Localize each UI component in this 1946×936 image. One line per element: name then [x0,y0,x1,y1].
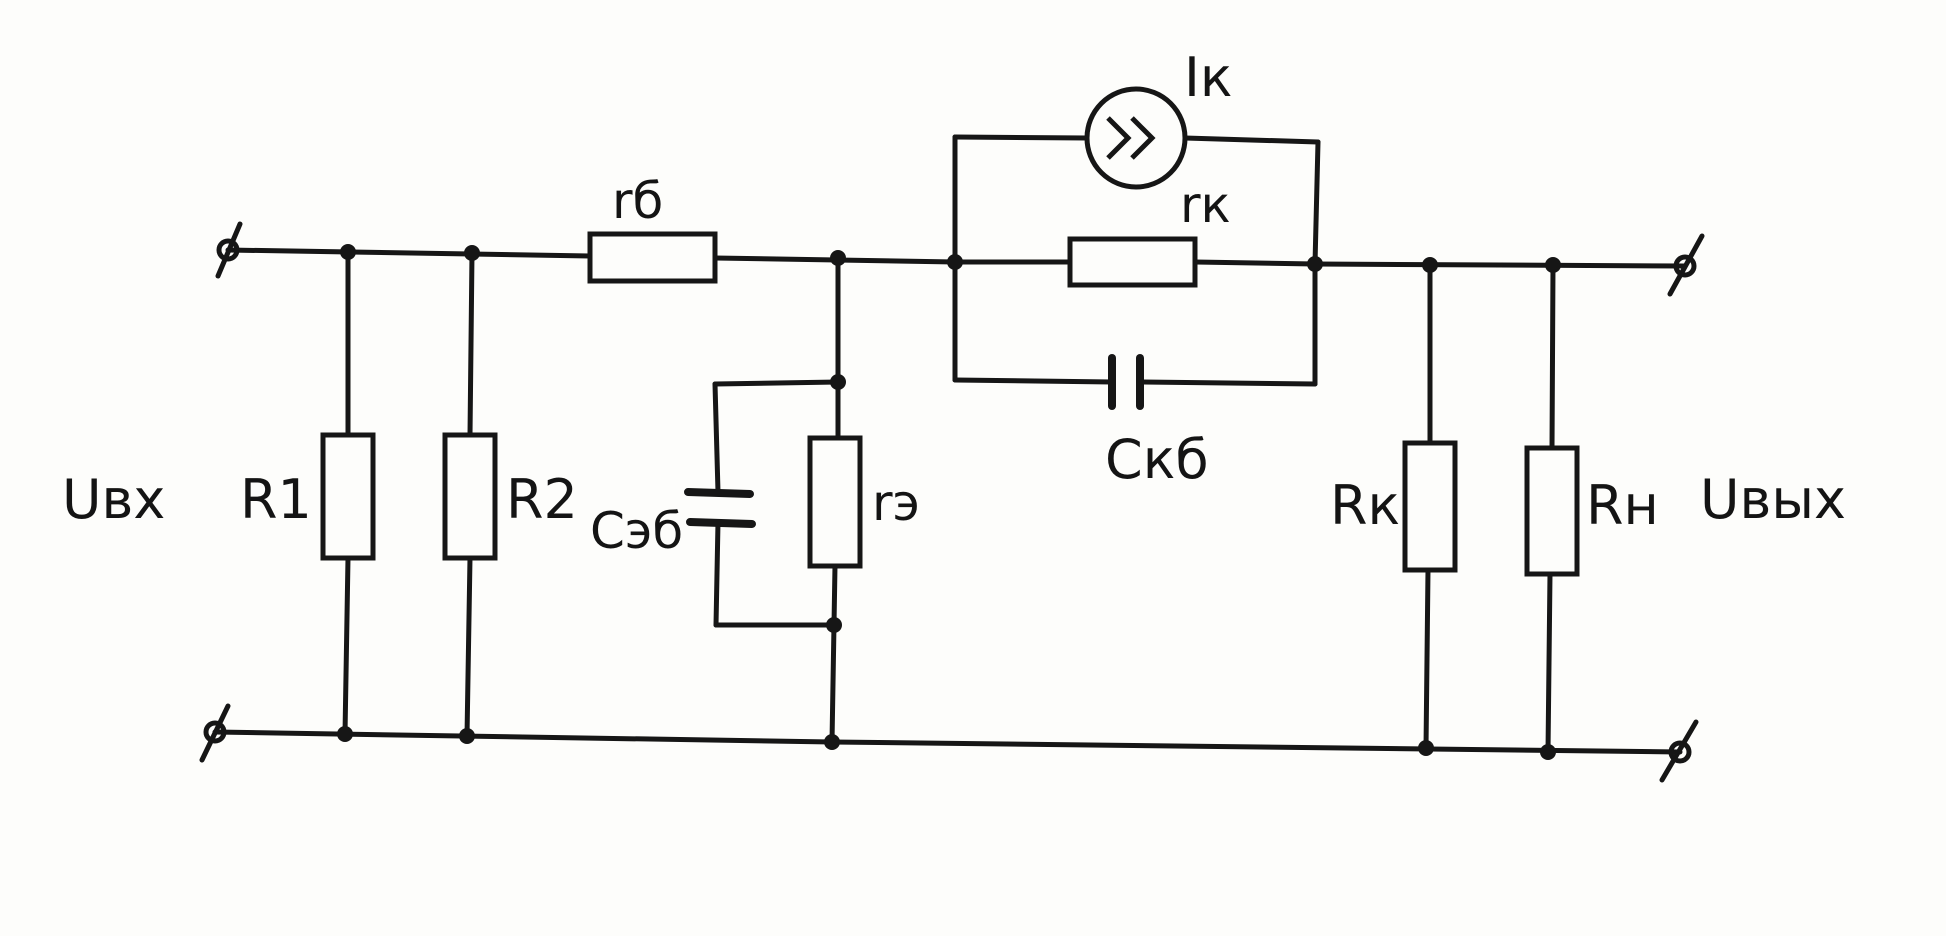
resistor-rb [587,231,718,284]
node-r2-bottom [459,728,475,744]
label-r-k-small: rк [1180,176,1231,234]
labels: Uвх R1 R2 rб Cэб rэ Iк rк Cкб Rк Rн Uвых [62,46,1846,560]
node-b-prime [830,250,846,266]
wire-ceb-left-top [712,381,721,495]
node-rk-top [1422,257,1438,273]
current-source-ik [1084,86,1188,190]
resistor-rk [1402,440,1458,573]
wire-r2-top [467,250,475,438]
terminals [199,221,1705,783]
components [320,86,1580,577]
wire-rk-bottom [1423,567,1431,751]
label-r-n: Rн [1586,474,1659,537]
node-rk-bottom [1418,740,1434,756]
resistor-r1 [320,432,376,561]
wire-rn-bottom [1545,571,1553,755]
label-r-k: Rк [1330,474,1400,537]
terminal-in-top [215,221,243,279]
resistor-r2 [442,432,498,561]
capacitor-ceb [684,488,756,528]
junction-nodes [337,244,1561,760]
terminal-out-top [1667,233,1705,297]
wire-top-right [1312,261,1688,269]
node-ceb-bottom [826,617,842,633]
label-u-in: Uвх [62,468,165,531]
node-ceb-top [830,374,846,390]
node-r2-top [464,245,480,261]
node-r1-top [340,244,356,260]
wire-r2-bottom [464,555,473,739]
wire-ceb-left-bottom [713,519,721,628]
arrow-chevron-1 [1106,116,1132,160]
arrow-chevron-2 [1130,116,1156,160]
label-r-e: rэ [872,474,920,532]
label-c-eb: Cэб [590,502,683,560]
node-rn-bottom [1540,744,1556,760]
node-rn-top [1545,257,1561,273]
node-k-left [947,254,963,270]
resistor-rk-small [1067,236,1198,288]
wire-top-left [225,247,593,259]
wire-ckb-bottom-left [952,377,1115,385]
wire-r1-bottom [342,555,351,737]
terminal-out-bottom [1659,719,1699,783]
wire-ik-top-right [1182,135,1321,145]
wire-rk-small-right [1192,259,1318,267]
label-r2: R2 [506,468,578,531]
label-r-b: rб [612,172,663,230]
wire-ckb-bottom-right [1137,379,1318,387]
wire-ik-top-left [952,134,1090,141]
resistor-rn [1524,445,1580,577]
node-k-right [1307,256,1323,272]
capacitor-ckb [1108,354,1144,410]
terminal-in-bottom [199,703,231,763]
label-i-k: Iк [1184,46,1233,109]
wire-bottom-right [829,739,1683,755]
wire-ceb-top [712,379,841,387]
wire-re-bottom [829,563,838,745]
wire-rn-top [1549,262,1556,451]
wire-bottom-left [212,729,835,745]
wire-ik-right [1312,139,1321,267]
node-e-bottom [824,734,840,750]
label-c-kb: Cкб [1105,428,1209,491]
label-u-out: Uвых [1700,468,1846,531]
wires [212,134,1688,755]
label-r1: R1 [240,468,312,531]
node-r1-bottom [337,726,353,742]
resistor-re [807,435,863,569]
